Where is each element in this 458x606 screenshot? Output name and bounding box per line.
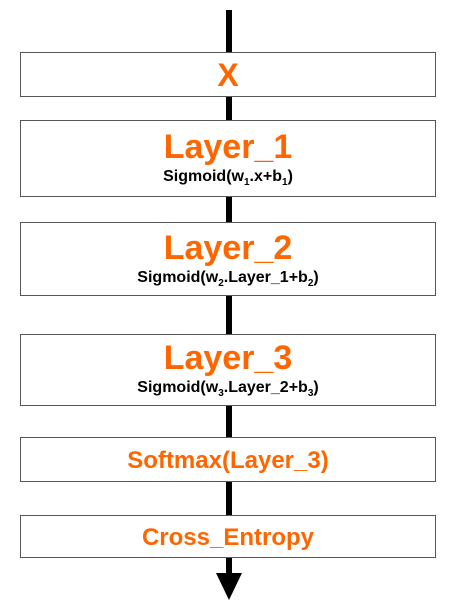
- layer-2-formula: Sigmoid(w2.Layer_1+b2): [21, 268, 435, 289]
- formula-text: .Layer_1+b: [223, 269, 308, 286]
- loss-node: Cross_Entropy: [20, 515, 436, 558]
- layer-3-node: Layer_3 Sigmoid(w3.Layer_2+b3): [20, 334, 436, 406]
- formula-text: .x+b: [249, 168, 283, 185]
- weight-subscript: 1: [243, 177, 250, 188]
- layer-3-formula: Sigmoid(w3.Layer_2+b3): [21, 378, 435, 399]
- softmax-label: Softmax(Layer_3): [127, 447, 329, 474]
- input-label: X: [217, 57, 239, 93]
- formula-text: ): [287, 168, 293, 185]
- layer-1-label: Layer_1: [163, 128, 293, 166]
- formula-text: ): [313, 269, 319, 286]
- softmax-node: Softmax(Layer_3): [20, 437, 436, 482]
- layer-2-label: Layer_2: [163, 229, 293, 267]
- formula-text: Sigmoid(w: [163, 168, 244, 185]
- input-node: X: [20, 52, 436, 97]
- layer-2-node: Layer_2 Sigmoid(w2.Layer_1+b2): [20, 222, 436, 296]
- formula-text: Sigmoid(w: [137, 379, 219, 396]
- layer-1-formula: Sigmoid(w1.x+b1): [21, 167, 435, 188]
- layer-1-node: Layer_1 Sigmoid(w1.x+b1): [20, 120, 436, 197]
- bias-subscript: 1: [282, 177, 288, 188]
- layer-3-label: Layer_3: [163, 339, 293, 377]
- weight-subscript: 2: [218, 278, 224, 289]
- bias-subscript: 3: [307, 388, 314, 399]
- formula-text: .Layer_2+b: [223, 379, 308, 396]
- formula-text: ): [313, 379, 319, 396]
- formula-text: Sigmoid(w: [137, 269, 219, 286]
- arrow-down-icon: [216, 573, 242, 600]
- loss-label: Cross_Entropy: [141, 524, 315, 551]
- weight-subscript: 3: [218, 388, 224, 399]
- bias-subscript: 2: [307, 278, 314, 289]
